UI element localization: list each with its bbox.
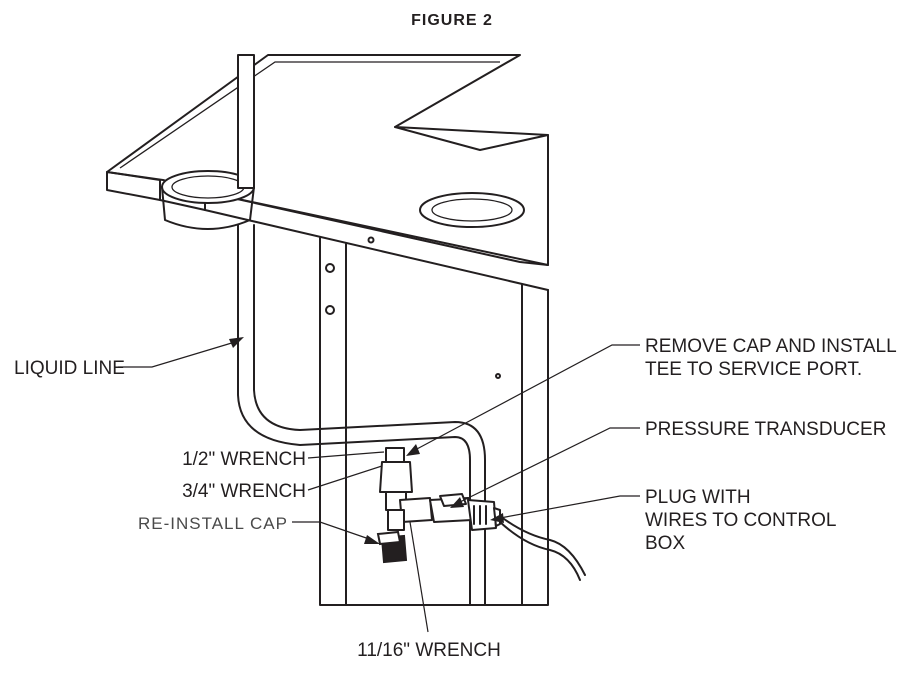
screw-4: [495, 373, 501, 379]
liquid-line-tubing: [237, 54, 486, 606]
figure-title: FIGURE 2: [411, 12, 493, 29]
label-remove-cap-line2: TEE TO SERVICE PORT.: [645, 359, 862, 380]
top-panel: [106, 54, 549, 266]
label-pressure-transducer: PRESSURE TRANSDUCER: [645, 419, 886, 440]
unit-cabinet: [106, 54, 549, 606]
front-wall: [319, 237, 549, 606]
label-half-inch-wrench: 1/2" WRENCH: [182, 449, 306, 470]
transducer-wires: [499, 515, 586, 576]
label-remove-cap-line1: REMOVE CAP AND INSTALL: [645, 336, 897, 357]
tee-assembly: [376, 447, 586, 581]
screw-3: [325, 305, 335, 315]
transducer-plug: [467, 499, 497, 531]
label-plug-line1: PLUG WITH: [645, 487, 751, 508]
screw-2: [325, 263, 335, 273]
label-liquid-line: LIQUID LINE: [14, 358, 125, 379]
front-opening: [419, 192, 525, 228]
tee-body: [379, 461, 413, 493]
label-plug-line3: BOX: [645, 533, 685, 554]
label-three-quarter-wrench: 3/4" WRENCH: [182, 481, 306, 502]
label-eleven-sixteenths-wrench: 11/16" WRENCH: [357, 640, 501, 661]
leader-lines: [118, 337, 640, 633]
label-reinstall-cap: RE-INSTALL CAP: [138, 514, 288, 533]
label-plug-line2: WIRES TO CONTROL: [645, 510, 836, 531]
upper-nut: [385, 447, 405, 463]
screw-1: [367, 236, 375, 244]
